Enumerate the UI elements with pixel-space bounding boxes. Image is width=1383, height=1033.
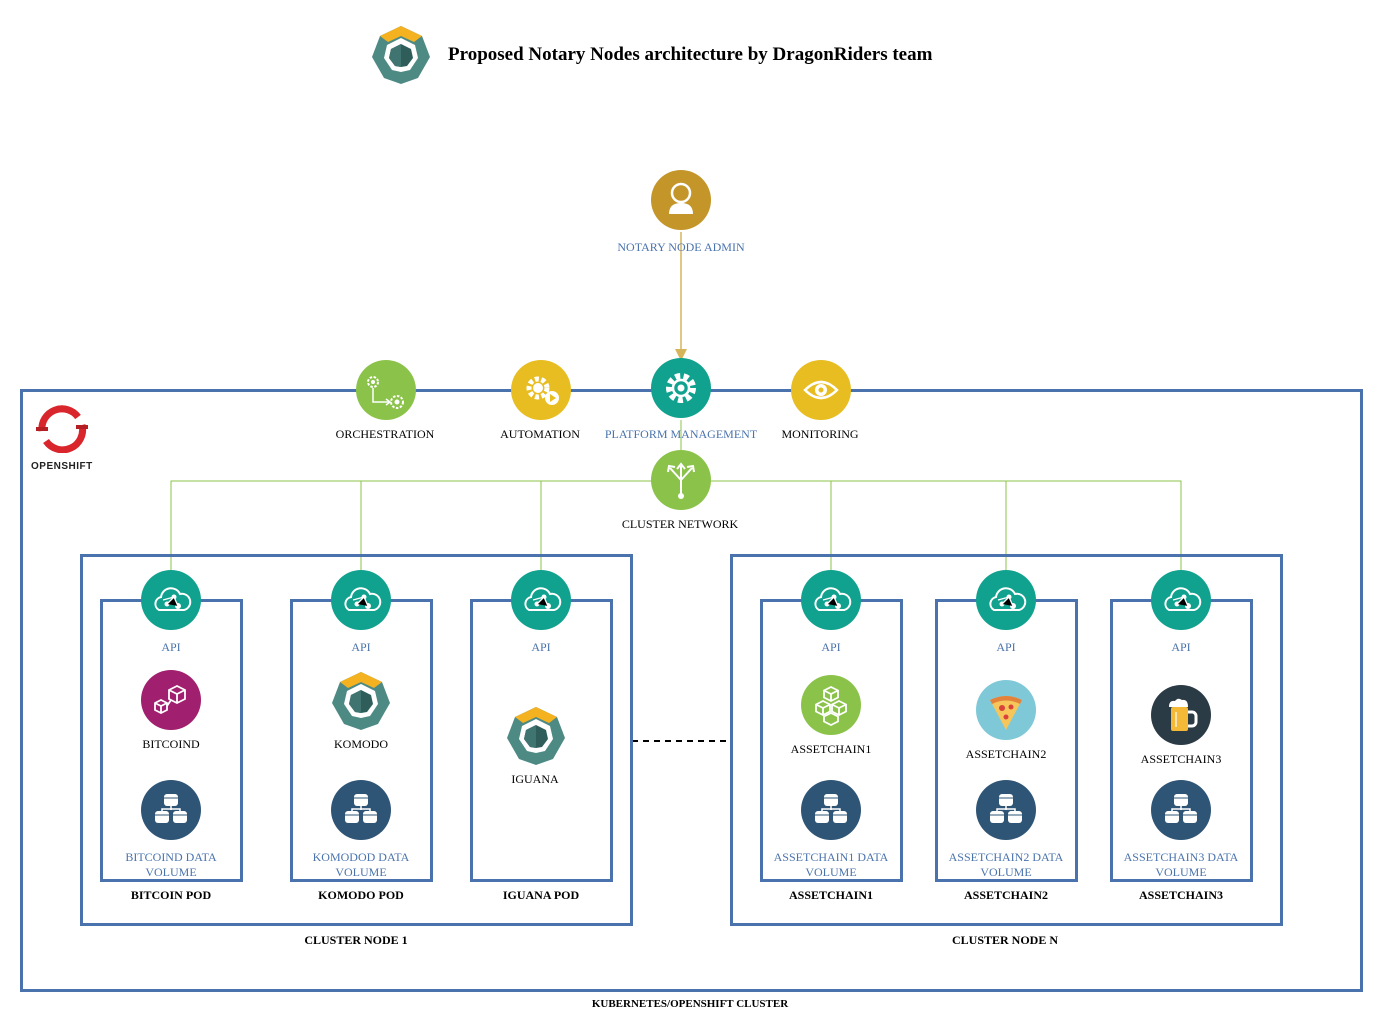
database-volume-icon bbox=[1151, 780, 1211, 840]
database-volume-icon bbox=[801, 780, 861, 840]
api-label: API bbox=[1171, 640, 1191, 654]
service-label-automation: AUTOMATION bbox=[500, 427, 580, 441]
cluster-node-1-box bbox=[80, 554, 633, 926]
pod-label: ASSETCHAIN3 bbox=[1138, 888, 1224, 902]
volume-label: ASSETCHAIN2 DATA VOLUME bbox=[948, 850, 1064, 879]
pod-label: KOMODO POD bbox=[318, 888, 404, 902]
openshift-logo-text: OPENSHIFT bbox=[31, 461, 93, 472]
volume-label: ASSETCHAIN1 DATA VOLUME bbox=[773, 850, 889, 879]
app-label: ASSETCHAIN2 bbox=[965, 747, 1047, 761]
service-label-monitoring: MONITORING bbox=[781, 427, 859, 441]
service-label-orchestration: ORCHESTRATION bbox=[335, 427, 435, 441]
cloud-api-icon[interactable] bbox=[801, 570, 861, 630]
app-label: BITCOIND bbox=[142, 737, 200, 751]
app-label: ASSETCHAIN1 bbox=[790, 742, 872, 756]
api-label: API bbox=[351, 640, 371, 654]
blocks-icon bbox=[801, 675, 861, 735]
cloud-api-icon[interactable] bbox=[1151, 570, 1211, 630]
pod-label: IGUANA POD bbox=[502, 888, 580, 902]
admin-label: NOTARY NODE ADMIN bbox=[617, 240, 745, 254]
komodo-logo-icon bbox=[370, 24, 432, 86]
openshift-logo-icon bbox=[34, 405, 90, 454]
volume-label: BITCOIND DATA VOLUME bbox=[125, 850, 217, 879]
komodo-logo-icon bbox=[505, 705, 567, 767]
cluster-node-label: CLUSTER NODE N bbox=[951, 933, 1059, 947]
cluster-node-n-box bbox=[730, 554, 1283, 926]
bitcoin-cubes-icon bbox=[141, 670, 201, 730]
service-label-platform-management: PLATFORM MANAGEMENT bbox=[604, 427, 758, 441]
beer-icon bbox=[1151, 685, 1211, 745]
komodo-logo-icon bbox=[330, 670, 392, 732]
workflow-gears-icon[interactable] bbox=[356, 360, 416, 420]
api-label: API bbox=[821, 640, 841, 654]
pod-label: ASSETCHAIN1 bbox=[788, 888, 874, 902]
cloud-api-icon[interactable] bbox=[976, 570, 1036, 630]
app-label: KOMODO bbox=[334, 737, 388, 751]
eye-icon[interactable] bbox=[791, 360, 851, 420]
cloud-api-icon[interactable] bbox=[141, 570, 201, 630]
network-split-icon[interactable] bbox=[651, 450, 711, 510]
page-title: Proposed Notary Nodes architecture by Dr… bbox=[448, 44, 933, 65]
volume-label: KOMODOD DATA VOLUME bbox=[312, 850, 410, 879]
cluster-network-label: CLUSTER NETWORK bbox=[621, 517, 739, 531]
gear-play-icon[interactable] bbox=[511, 360, 571, 420]
volume-label: ASSETCHAIN3 DATA VOLUME bbox=[1123, 850, 1239, 879]
database-volume-icon bbox=[141, 780, 201, 840]
api-label: API bbox=[996, 640, 1016, 654]
pod-label: ASSETCHAIN2 bbox=[963, 888, 1049, 902]
cloud-api-icon[interactable] bbox=[511, 570, 571, 630]
cloud-api-icon[interactable] bbox=[331, 570, 391, 630]
api-label: API bbox=[161, 640, 181, 654]
pizza-icon bbox=[976, 680, 1036, 740]
gear-icon[interactable] bbox=[651, 358, 711, 418]
pod-label: BITCOIN POD bbox=[130, 888, 212, 902]
app-label: IGUANA bbox=[511, 772, 559, 786]
api-label: API bbox=[531, 640, 551, 654]
database-volume-icon bbox=[331, 780, 391, 840]
cluster-node-label: CLUSTER NODE 1 bbox=[304, 933, 408, 947]
user-icon[interactable] bbox=[651, 170, 711, 230]
cluster-label: KUBERNETES/OPENSHIFT CLUSTER bbox=[591, 998, 789, 1010]
database-volume-icon bbox=[976, 780, 1036, 840]
app-label: ASSETCHAIN3 bbox=[1140, 752, 1222, 766]
